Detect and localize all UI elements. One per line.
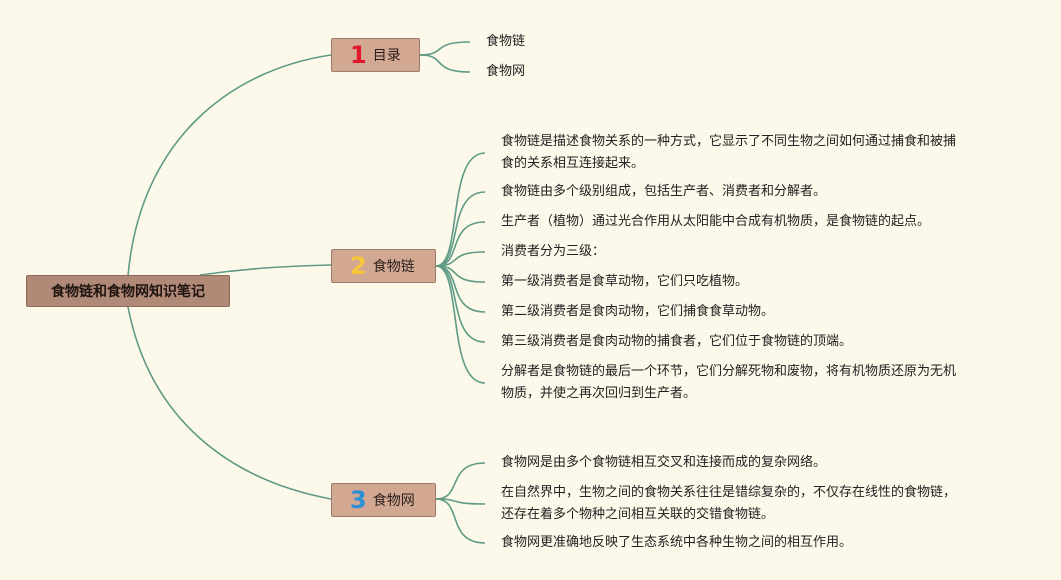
topic-3-item[interactable]: 食物网是由多个食物链相互交叉和连接而成的复杂网络。	[501, 452, 826, 474]
item-text-line: 生产者（植物）通过光合作用从太阳能中合成有机物质，是食物链的起点。	[501, 214, 931, 229]
link-topic-2-item-6	[435, 265, 486, 313]
topic-3-item[interactable]: 在自然界中，生物之间的食物关系往往是错综复杂的，不仅存在线性的食物链， 还存在着多…	[501, 482, 956, 526]
topic-1-item[interactable]: 食物网	[486, 61, 525, 83]
root-topic-label: 食物链和食物网知识笔记	[51, 284, 205, 300]
topic-2-item[interactable]: 分解者是食物链的最后一个环节，它们分解死物和废物，将有机物质还原为无机物质，并使…	[501, 361, 956, 405]
topic-number: 3	[350, 486, 367, 514]
link-root-topic-1	[127, 54, 332, 277]
item-text-line: 消费者分为三级：	[501, 244, 606, 259]
topic-1-item[interactable]: 食物链	[486, 31, 525, 53]
topic-2-item[interactable]: 第三级消费者是食肉动物的捕食者，它们位于食物链的顶端。	[501, 331, 852, 353]
topic-2-item[interactable]: 消费者分为三级：	[501, 241, 605, 263]
item-text-line: 食物链是描述食物关系的一种方式，它显示了不同生物之间如何通过捕食和被捕	[501, 134, 957, 149]
link-topic-2-item-4	[435, 251, 486, 267]
item-text-line: 物质，并使之再次回归到生产者。	[501, 386, 697, 401]
topic-food-web[interactable]: 3 食物网	[331, 483, 436, 517]
link-topic-1-item-1	[419, 41, 471, 56]
item-text-line: 食的关系相互连接起来。	[501, 156, 645, 171]
topic-2-item[interactable]: 第二级消费者是食肉动物，它们捕食食草动物。	[501, 301, 774, 323]
root-topic[interactable]: 食物链和食物网知识笔记	[26, 275, 230, 307]
topic-2-item[interactable]: 生产者（植物）通过光合作用从太阳能中合成有机物质，是食物链的起点。	[501, 211, 930, 233]
link-topic-3-item-1	[435, 462, 486, 500]
item-text-line: 食物网是由多个食物链相互交叉和连接而成的复杂网络。	[501, 455, 827, 470]
item-text-line: 第二级消费者是食肉动物，它们捕食食草动物。	[501, 304, 775, 319]
link-topic-2-item-8	[435, 265, 486, 384]
item-text-line: 在自然界中，生物之间的食物关系往往是错综复杂的，不仅存在线性的食物链，	[501, 485, 957, 500]
topic-2-item[interactable]: 食物链由多个级别组成，包括生产者、消费者和分解者。	[501, 181, 826, 203]
item-text-line: 食物链	[486, 34, 526, 49]
topic-number: 2	[350, 252, 367, 280]
link-topic-1-item-2	[419, 54, 471, 73]
topic-label: 食物链	[372, 259, 415, 275]
topic-label: 食物网	[372, 493, 415, 509]
link-topic-2-item-1	[435, 152, 486, 267]
topic-food-chain[interactable]: 2 食物链	[331, 249, 436, 283]
link-topic-3-item-3	[435, 498, 486, 544]
link-topic-2-item-5	[435, 265, 486, 283]
item-text-line: 第三级消费者是食肉动物的捕食者，它们位于食物链的顶端。	[501, 334, 853, 349]
link-topic-2-item-3	[435, 221, 486, 267]
topic-contents[interactable]: 1 目录	[331, 38, 420, 72]
item-text-line: 食物链由多个级别组成，包括生产者、消费者和分解者。	[501, 184, 827, 199]
topic-label: 目录	[372, 48, 401, 64]
link-topic-3-item-2	[435, 498, 486, 505]
link-root-topic-3	[127, 306, 332, 500]
item-text-line: 还存在着多个物种之间相互关联的交错食物链。	[501, 507, 775, 522]
topic-2-item[interactable]: 食物链是描述食物关系的一种方式，它显示了不同生物之间如何通过捕食和被捕食的关系相…	[501, 131, 956, 175]
topic-number: 1	[350, 41, 367, 69]
link-root-topic-2	[199, 264, 332, 276]
topic-3-item[interactable]: 食物网更准确地反映了生态系统中各种生物之间的相互作用。	[501, 532, 852, 554]
topic-2-item[interactable]: 第一级消费者是食草动物，它们只吃植物。	[501, 271, 748, 293]
item-text-line: 食物网更准确地反映了生态系统中各种生物之间的相互作用。	[501, 535, 853, 550]
item-text-line: 分解者是食物链的最后一个环节，它们分解死物和废物，将有机物质还原为无机	[501, 364, 957, 379]
item-text-line: 第一级消费者是食草动物，它们只吃植物。	[501, 274, 749, 289]
link-topic-2-item-2	[435, 191, 486, 267]
item-text-line: 食物网	[486, 64, 526, 79]
